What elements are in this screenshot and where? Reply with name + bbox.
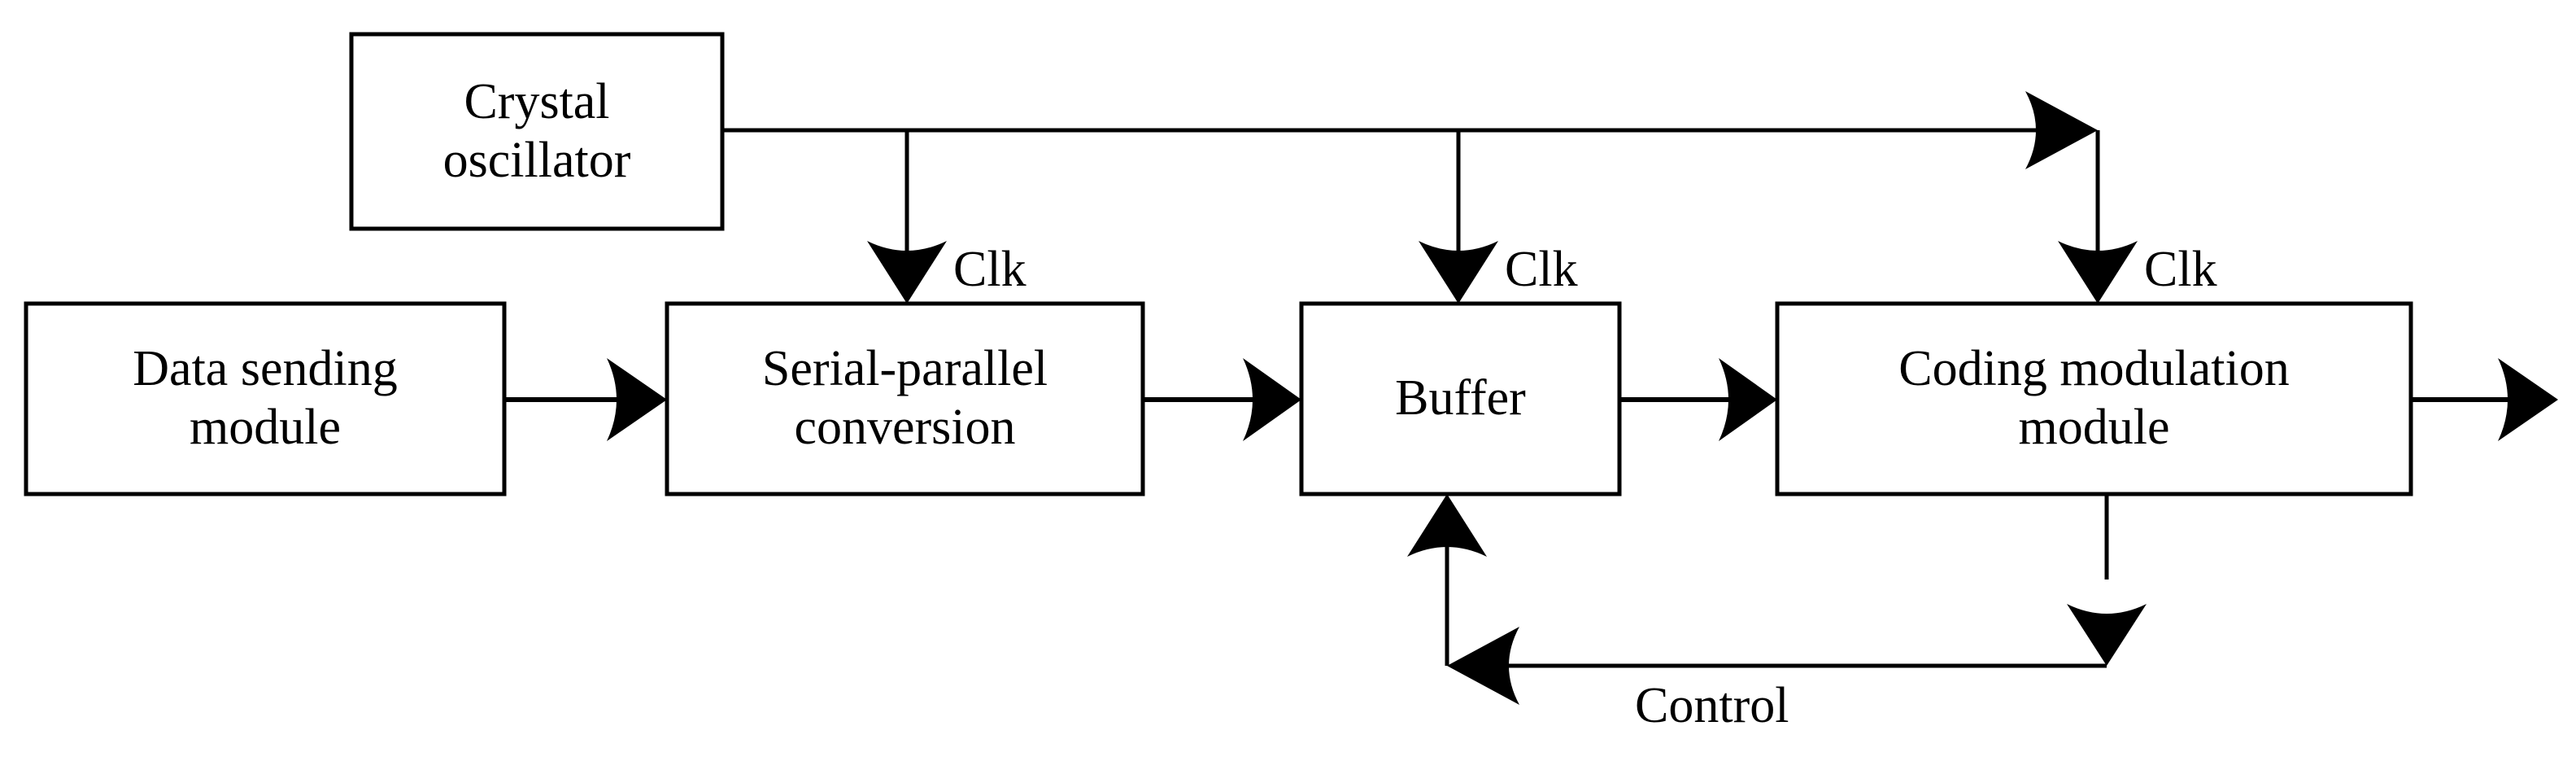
- arrowhead-control-down: [2067, 604, 2147, 666]
- arrowhead-clock-bus-end: [2025, 91, 2098, 169]
- block-buffer[interactable]: [1299, 301, 1622, 496]
- block-hit-serial-parallel-conversion[interactable]: [667, 304, 1143, 494]
- block-hit-buffer[interactable]: [1301, 304, 1619, 494]
- arrowhead-serial-to-buffer: [1243, 358, 1301, 441]
- block-crystal-oscillator[interactable]: [349, 32, 725, 231]
- connection-data-to-serial: [504, 358, 667, 441]
- block-hit-crystal-oscillator[interactable]: [351, 34, 722, 229]
- block-serial-parallel-conversion[interactable]: [665, 301, 1145, 496]
- arrowhead-clk-buffer: [1419, 241, 1498, 304]
- connection-coding-output: [2411, 358, 2558, 441]
- connection-clock-to-serial: [867, 130, 947, 304]
- connection-control-feedback: [1407, 494, 2147, 705]
- block-data-sending-module[interactable]: [24, 301, 507, 496]
- connection-clock-to-coding: [2058, 130, 2138, 304]
- arrowhead-clk-coding: [2058, 241, 2138, 304]
- arrowhead-control-up: [1407, 494, 1487, 557]
- arrowhead-data-to-serial: [607, 358, 667, 441]
- connection-clock-to-buffer: [1419, 130, 1498, 304]
- arrowhead-coding-output: [2498, 358, 2558, 441]
- arrowhead-clk-serial: [867, 241, 947, 304]
- block-hit-data-sending-module[interactable]: [26, 304, 504, 494]
- connection-buffer-to-coding: [1619, 358, 1777, 441]
- connection-serial-to-buffer: [1143, 358, 1301, 441]
- arrowhead-buffer-to-coding: [1719, 358, 1777, 441]
- block-coding-modulation-module[interactable]: [1775, 301, 2413, 496]
- arrowhead-control-left: [1447, 627, 1519, 705]
- connection-clock-bus: [722, 91, 2098, 169]
- block-hit-coding-modulation-module[interactable]: [1777, 304, 2411, 494]
